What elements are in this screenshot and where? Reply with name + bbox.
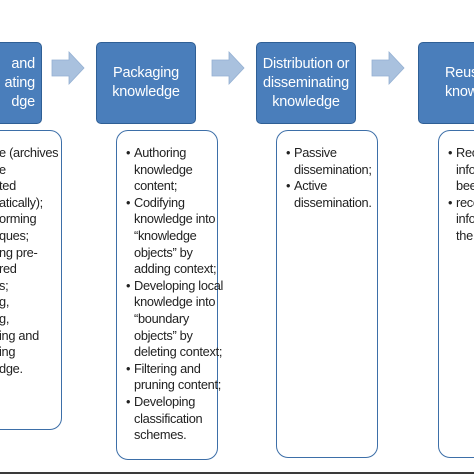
stage-box-creating-knowledge: and ating dge: [0, 42, 42, 124]
activity-list-reusing: Reca infor been recog infor the u: [438, 130, 474, 458]
flow-arrow-1-icon: [51, 51, 85, 85]
list-item: Authoring knowledge content;: [126, 145, 217, 195]
stage-4-line-2: knowle: [445, 84, 474, 100]
stage-2-line-2: knowledge: [112, 84, 180, 100]
list-item: Codifying knowledge into “knowledge obje…: [126, 195, 217, 278]
bottom-border: [0, 472, 474, 474]
stage-1-line-3: dge: [11, 93, 35, 110]
flow-arrow-2-icon: [211, 51, 245, 85]
list-item: ng pre- red s;: [0, 244, 38, 293]
stage-1-line-1: and: [11, 55, 35, 72]
stage-3-line-2: disseminating: [262, 74, 350, 91]
list-item: g,: [0, 294, 10, 310]
stage-box-packaging-knowledge: Packaging knowledge: [96, 42, 196, 124]
list-item: e (archives e ted atically);: [0, 145, 59, 210]
list-item: Passive dissemination;: [286, 145, 377, 178]
stage-2-line-1: Packaging: [113, 65, 179, 81]
list-item: Active dissemination.: [286, 178, 377, 211]
activity-list-distribution: Passive dissemination; Active disseminat…: [276, 130, 378, 458]
list-item: Reca infor been: [448, 145, 474, 195]
list-item: orming ques;: [0, 211, 37, 243]
list-item: Developing classification schemes.: [126, 394, 217, 444]
list-item: ing and ing dge.: [0, 327, 39, 376]
activity-list-packaging: Authoring knowledge content; Codifying k…: [116, 130, 223, 460]
stage-1-line-2: ating: [4, 74, 36, 91]
flow-arrow-3-icon: [371, 51, 405, 85]
stage-4-line-1: Reus: [445, 65, 474, 81]
stage-box-distribution: Distribution or disseminating knowledge: [256, 42, 356, 124]
stage-3-line-3: knowledge: [272, 93, 340, 110]
activity-list-creating: e (archives e ted atically); orming ques…: [0, 130, 62, 430]
list-item: Developing local knowledge into “boundar…: [126, 278, 223, 361]
list-item: Filtering and pruning content;: [126, 361, 221, 394]
list-item: g,: [0, 310, 10, 326]
stage-box-reusing-knowledge: Reus knowle: [418, 42, 474, 124]
list-item: recog infor the u: [448, 195, 474, 245]
stage-3-line-1: Distribution or: [262, 55, 350, 72]
